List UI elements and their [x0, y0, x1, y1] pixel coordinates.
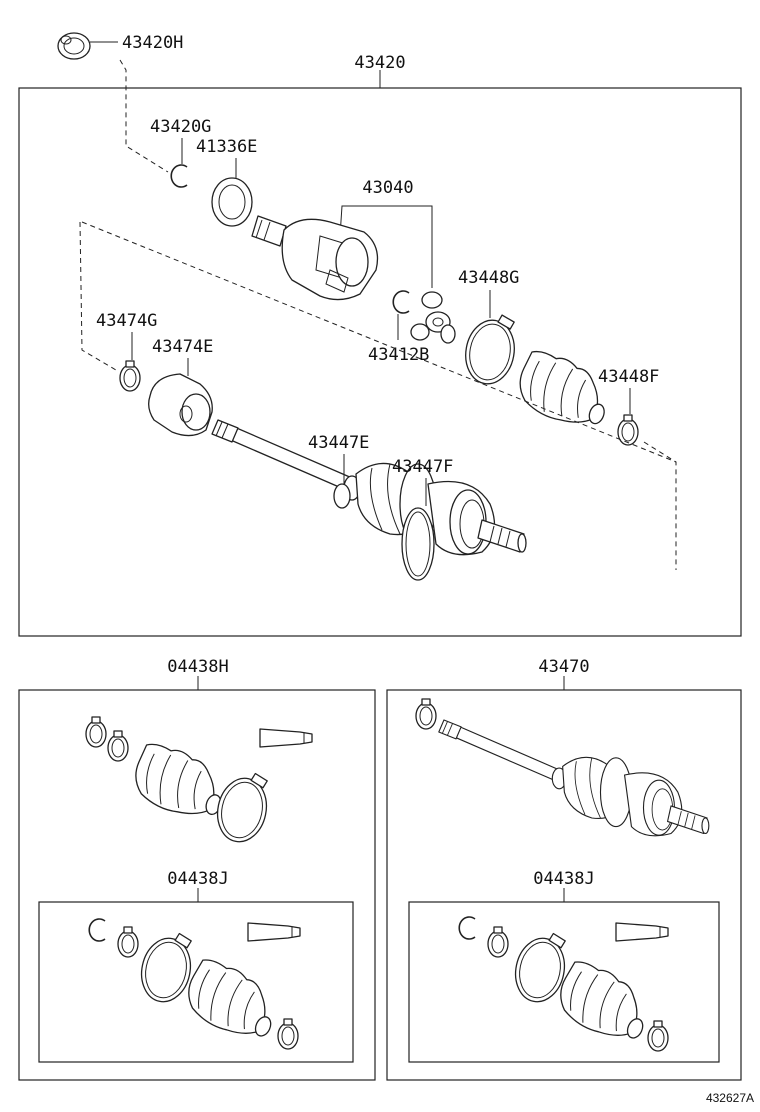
- kit-43470-parts: [415, 698, 710, 837]
- snap-ring-04438j-right: [458, 916, 476, 940]
- label-04438j-left: 04438J: [167, 869, 228, 889]
- band-04438h: [211, 766, 275, 847]
- leader-43040: [339, 205, 433, 288]
- clip-04438h-a: [85, 716, 107, 748]
- kit-04438h-parts: [85, 716, 313, 847]
- frame-04438j-right: [408, 901, 720, 1063]
- label-43448f: 43448F: [598, 367, 659, 387]
- label-43447f: 43447F: [392, 457, 453, 477]
- clip-04438j-left-b: [277, 1018, 299, 1050]
- inboard-boot-43474e: [148, 373, 213, 437]
- snap-ring-43420g: [170, 164, 188, 188]
- clip-43470: [415, 698, 437, 730]
- label-04438j-right: 04438J: [533, 869, 594, 889]
- label-43448g: 43448G: [458, 268, 519, 288]
- label-43412b: 43412B: [368, 345, 429, 365]
- boot-clip-43474g: [119, 360, 141, 392]
- boot-clip-43447e: [333, 483, 351, 509]
- frame-43470: [386, 689, 742, 1081]
- dashed-group-right: [643, 441, 677, 463]
- label-43420h: 43420H: [122, 33, 183, 53]
- grease-tube-04438j-left: [247, 922, 301, 942]
- clip-04438j-right-b: [647, 1020, 669, 1052]
- boot-04438j-right: [549, 956, 659, 1050]
- oil-seal-43420h: [57, 32, 91, 60]
- label-43040: 43040: [362, 178, 413, 198]
- snap-ring-43412b: [392, 290, 410, 314]
- label-43447e: 43447E: [308, 433, 369, 453]
- label-43474e: 43474E: [152, 337, 213, 357]
- dashed-group-left: [79, 221, 117, 371]
- frame-04438j-left: [38, 901, 354, 1063]
- grease-tube-04438j-right: [615, 922, 669, 942]
- frame-04438h: [18, 689, 376, 1081]
- dashed-link-43420h: [119, 59, 169, 173]
- reference-code: 432627A: [706, 1091, 754, 1105]
- label-43474g: 43474G: [96, 311, 157, 331]
- label-43420: 43420: [354, 53, 405, 73]
- boot-band-43447f: [401, 507, 435, 581]
- bearing-41336e: [211, 177, 253, 227]
- label-41336e: 41336E: [196, 137, 257, 157]
- clip-04438h-b: [107, 730, 129, 762]
- clip-04438j-right-a: [487, 926, 509, 958]
- drive-shaft-43470: [438, 719, 710, 837]
- boot-band-43448g: [460, 309, 521, 389]
- boot-clip-43448f: [617, 414, 639, 446]
- kit-04438j-left-parts: [88, 918, 301, 1050]
- kit-04438j-right-parts: [458, 916, 669, 1052]
- outer-joint-43040: [251, 215, 379, 301]
- snap-ring-04438j-left: [88, 918, 106, 942]
- label-04438h: 04438H: [167, 657, 228, 677]
- tripod-rollers: [410, 291, 456, 344]
- label-43420g: 43420G: [150, 117, 211, 137]
- boot-04438h: [126, 739, 234, 826]
- outboard-boot: [510, 346, 618, 435]
- boot-04438j-left: [177, 954, 287, 1048]
- grease-tube-04438h: [259, 728, 313, 748]
- label-43470: 43470: [538, 657, 589, 677]
- clip-04438j-left-a: [117, 926, 139, 958]
